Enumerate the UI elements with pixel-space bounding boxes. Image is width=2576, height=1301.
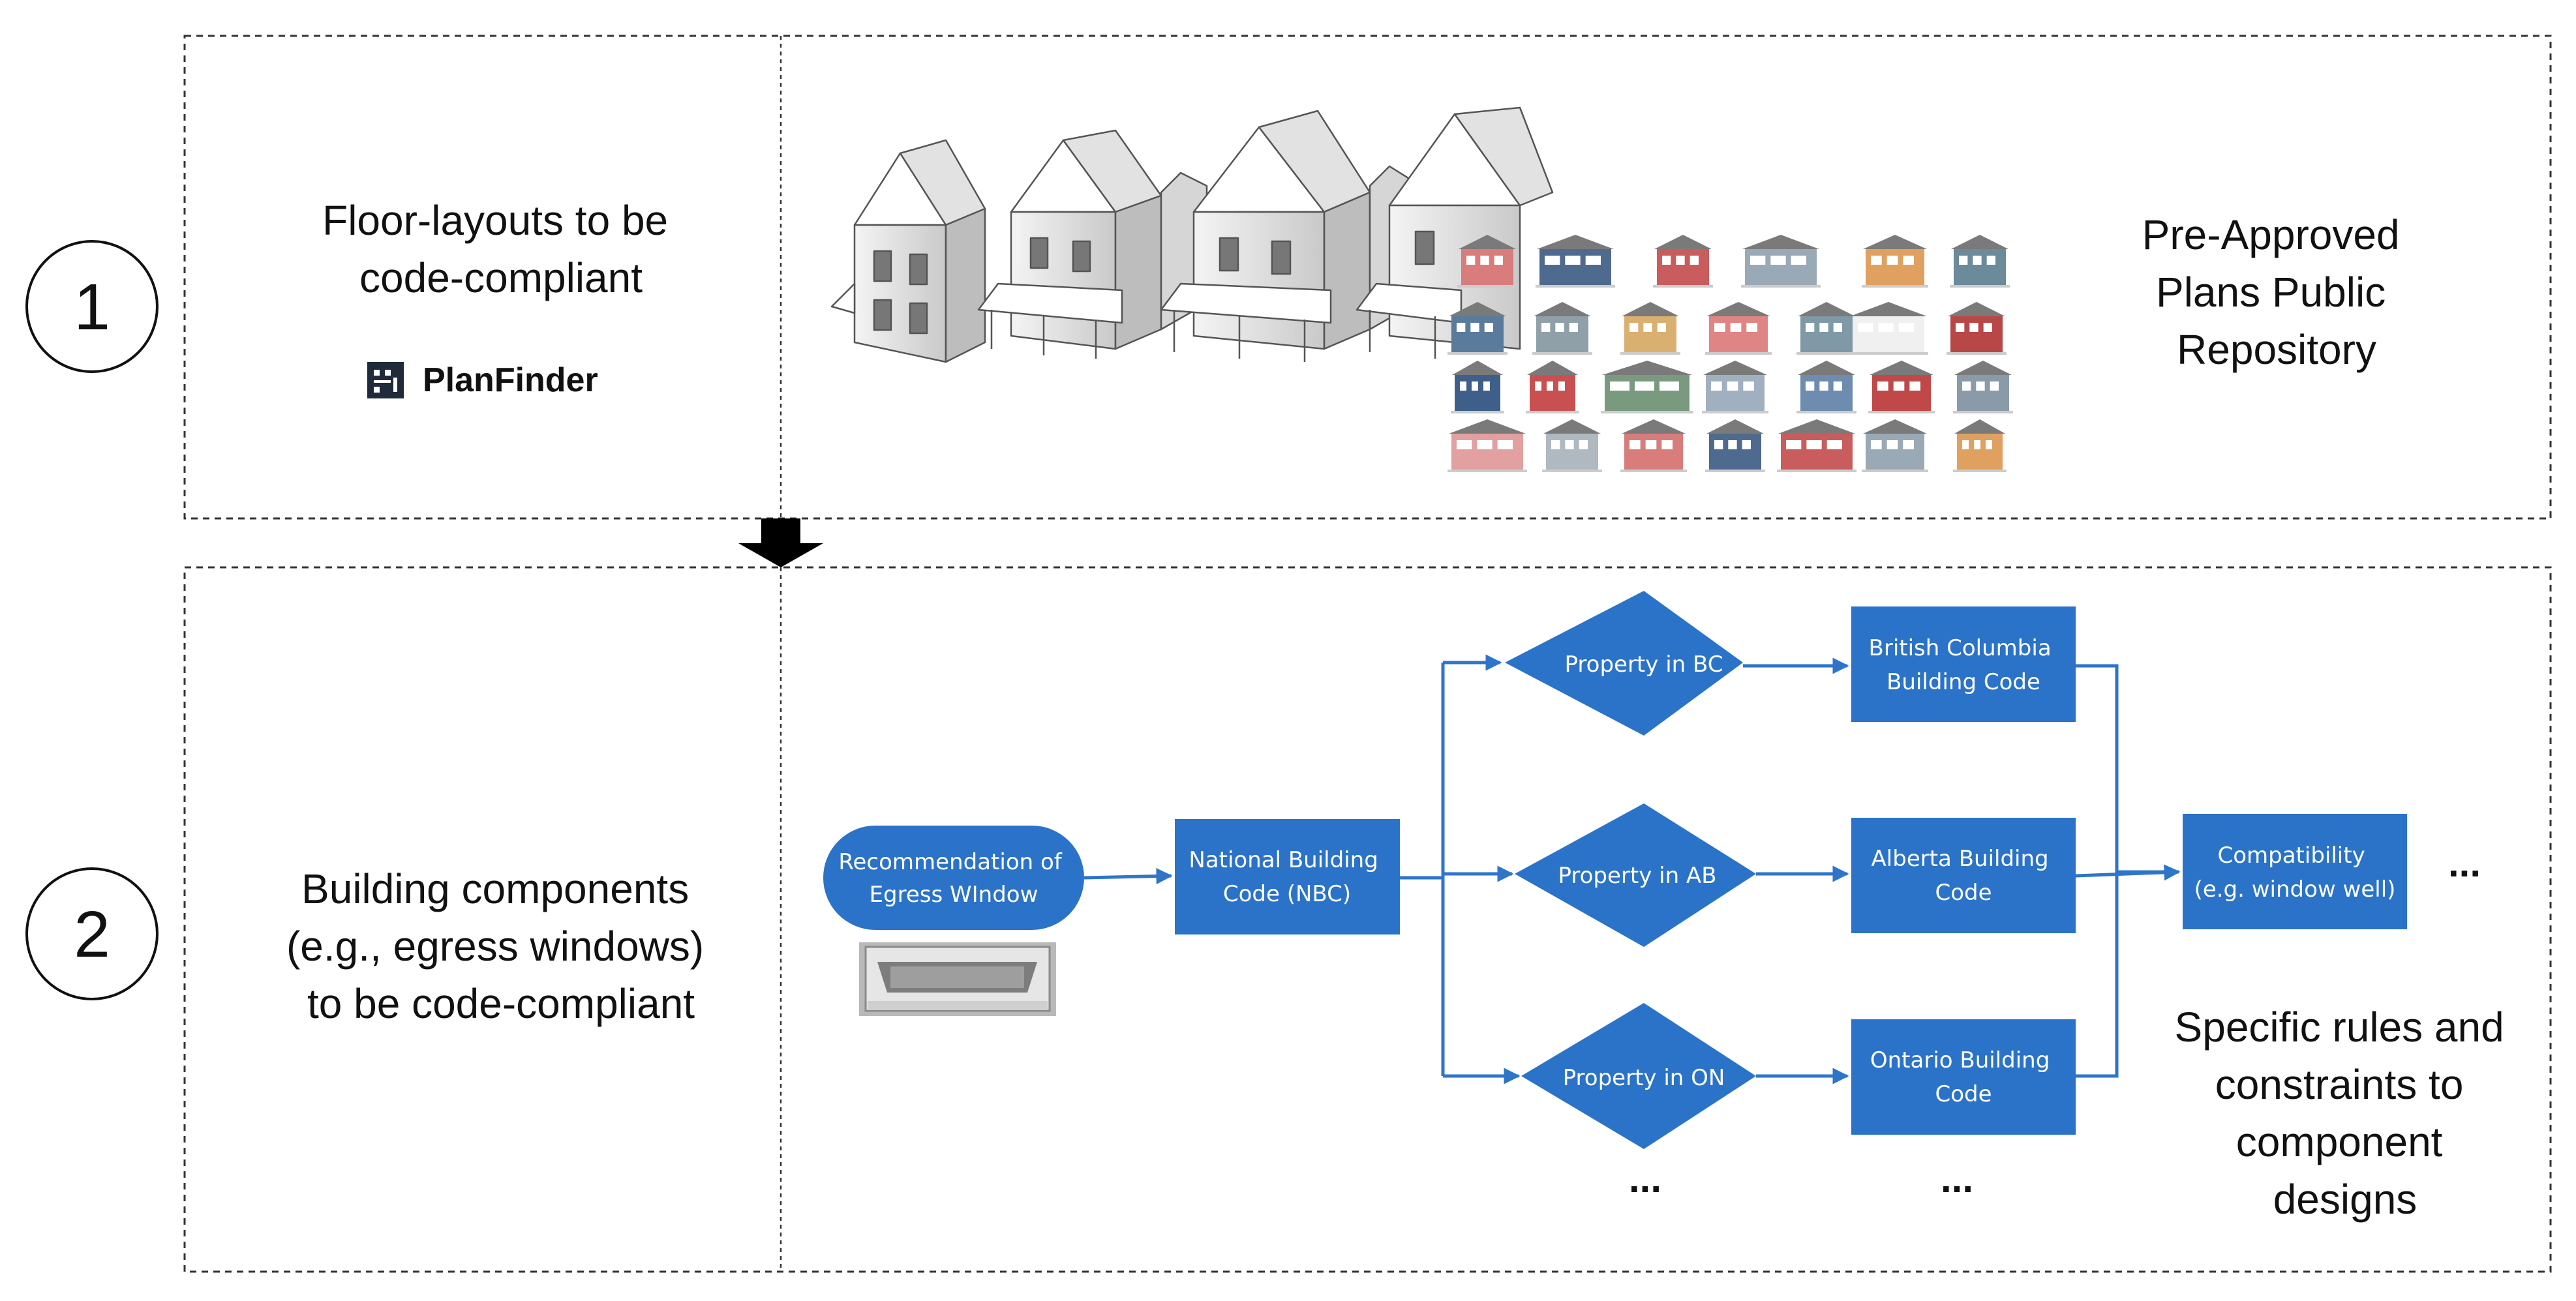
ellipsis-compat: ... <box>2448 841 2481 885</box>
step2-panel <box>183 566 2552 1273</box>
down-arrow-icon <box>738 518 823 567</box>
house-thumbnail <box>1777 419 1856 472</box>
step2-number-circle: 2 <box>25 867 159 1000</box>
house-thumbnail <box>1947 302 2007 355</box>
house-thumbnail <box>1653 235 1713 288</box>
house-thumbnail <box>1849 302 1928 355</box>
house-thumbnail <box>1796 361 1856 413</box>
house-thumbnail <box>1542 419 1602 472</box>
decision-property-bc: Property in BC <box>1505 591 1743 736</box>
svg-text:Ontario Building Code: Ontario Building Code <box>1870 1047 2057 1107</box>
svg-text:Property in AB: Property in AB <box>1558 863 1716 889</box>
decision-property-on: Property in ON <box>1521 1003 1756 1149</box>
house-thumbnail <box>1601 361 1693 413</box>
svg-text:Alberta Building Code: Alberta Building Code <box>1871 846 2056 906</box>
svg-text:Recommendation of Egress: Recommendation of Egress WIndow <box>838 849 1068 908</box>
house-thumbnail <box>1741 235 1821 288</box>
step2-left-text: Building components (e.g., egress window… <box>286 865 716 1027</box>
svg-text:National Building Code (: National Building Code (NBC) <box>1189 847 1385 907</box>
step1-panel <box>183 35 2552 520</box>
step1-right-text: Pre-Approved Plans Public Repository <box>2142 211 2412 373</box>
svg-text:Property in BC: Property in BC <box>1565 651 1723 678</box>
house-thumbnail <box>1953 361 2013 413</box>
house-thumbnail <box>1451 361 1504 413</box>
ellipsis-codes: ... <box>1941 1157 1973 1201</box>
house-elevation-thumbnails <box>1447 235 2013 472</box>
planfinder-grid-icon <box>367 362 404 398</box>
house-thumbnail <box>1532 302 1592 355</box>
house-thumbnail <box>1705 302 1772 355</box>
egress-window-image <box>859 942 1056 1016</box>
house-thumbnail <box>1868 361 1935 413</box>
ellipsis-decisions: ... <box>1629 1157 1661 1201</box>
house-thumbnail <box>1526 361 1579 413</box>
house-thumbnail <box>1620 419 1687 472</box>
ab-building-code-node: Alberta Building Code <box>1851 818 2076 933</box>
house-thumbnail <box>1447 419 1527 472</box>
svg-text:Property in ON: Property in ON <box>1563 1065 1725 1091</box>
national-building-code-node: National Building Code (NBC) <box>1175 819 1400 935</box>
bc-building-code-node: British Columbia Building Code <box>1851 606 2076 722</box>
house-thumbnail <box>1457 235 1517 288</box>
house-thumbnail <box>1702 361 1768 413</box>
step1-left-text: Floor-layouts to be code-compliant <box>322 197 680 301</box>
flow-connectors <box>1083 654 2181 1084</box>
house-thumbnail <box>1447 302 1508 355</box>
house-thumbnail <box>1796 302 1856 355</box>
step2-right-text: Specific rules and constraints to compon… <box>2175 1004 2516 1223</box>
house-thumbnail <box>1536 235 1615 288</box>
house-thumbnail <box>1705 419 1765 472</box>
planfinder-logo: PlanFinder <box>367 361 598 399</box>
svg-text:British Columbia Buildin: British Columbia Building Code <box>1869 635 2059 695</box>
egress-window-recommendation-node: Recommendation of Egress WIndow <box>823 826 1084 930</box>
compatibility-node: Compatibility (e.g. window well) <box>2183 814 2407 929</box>
house-thumbnail <box>1620 302 1680 355</box>
on-building-code-node: Ontario Building Code <box>1851 1019 2076 1135</box>
step1-number: 1 <box>74 271 110 344</box>
house-drawings <box>830 106 1554 363</box>
house-thumbnail <box>1953 419 2007 472</box>
house-thumbnail <box>1862 419 1928 472</box>
step1-number-circle: 1 <box>25 240 159 373</box>
svg-text:Compatibility (e.g. wind: Compatibility (e.g. window well) <box>2194 843 2396 903</box>
step2-number: 2 <box>74 898 110 971</box>
decision-property-ab: Property in AB <box>1515 803 1756 947</box>
planfinder-logo-text: PlanFinder <box>423 361 598 399</box>
house-thumbnail <box>1862 235 1928 288</box>
house-thumbnail <box>1950 235 2010 288</box>
